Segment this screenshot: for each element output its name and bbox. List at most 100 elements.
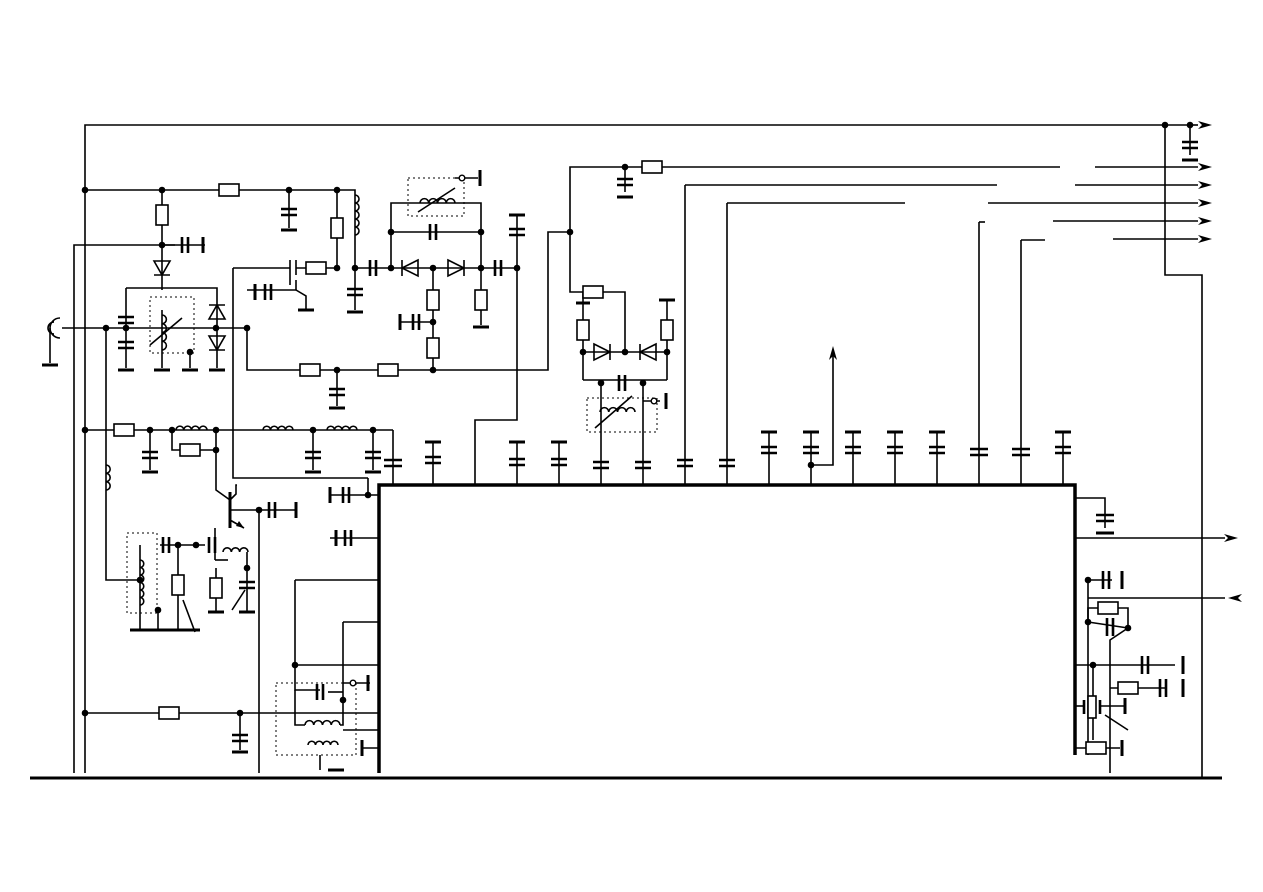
trimmer-arrow xyxy=(231,589,246,611)
resistor xyxy=(209,577,223,599)
capacitor xyxy=(1055,445,1071,455)
capacitor xyxy=(365,450,381,460)
junction-dot xyxy=(1089,661,1097,669)
inductor xyxy=(326,425,358,431)
junction-dot xyxy=(186,348,194,356)
wire xyxy=(1109,627,1129,773)
junction-dot xyxy=(364,491,372,499)
capacitor xyxy=(617,177,633,187)
junction-dot xyxy=(663,348,671,356)
junction-dot xyxy=(102,324,110,332)
wire xyxy=(229,484,237,501)
capacitor xyxy=(329,387,345,397)
trimmer-arrow xyxy=(182,599,196,633)
junction-dot xyxy=(146,426,154,434)
output-arrow xyxy=(1198,121,1212,129)
capacitor xyxy=(1140,656,1150,674)
capacitor xyxy=(232,733,248,743)
resistor xyxy=(1117,681,1139,695)
wire xyxy=(246,231,570,371)
input-arrow xyxy=(1228,594,1242,602)
capacitor xyxy=(425,455,441,465)
wire xyxy=(390,202,482,232)
output-arrow xyxy=(829,346,837,360)
wire xyxy=(295,289,307,310)
capacitor xyxy=(635,460,651,470)
capacitor xyxy=(207,537,217,553)
junction-dot xyxy=(243,564,251,572)
crystal-plates xyxy=(1082,700,1102,714)
capacitor xyxy=(1158,679,1168,697)
open-terminal xyxy=(349,679,357,687)
junction-dot xyxy=(1124,624,1132,632)
wire xyxy=(294,690,305,726)
wire xyxy=(340,700,344,726)
output-arrow xyxy=(1198,163,1212,171)
wire xyxy=(474,268,518,485)
wire xyxy=(811,355,834,466)
diode xyxy=(638,342,657,362)
diode xyxy=(400,258,419,278)
shield-box xyxy=(586,397,658,433)
trimmer-arrow xyxy=(594,395,633,429)
resistor xyxy=(158,706,180,720)
crystal xyxy=(1087,695,1097,719)
junction-dot xyxy=(579,348,587,356)
capacitor xyxy=(803,445,819,455)
junction-dot xyxy=(339,696,347,704)
junction-dot xyxy=(513,264,521,272)
capacitor xyxy=(1182,140,1198,150)
capacitor xyxy=(509,457,525,467)
capacitor xyxy=(347,287,363,297)
capacitor xyxy=(263,284,273,300)
junction-dot xyxy=(429,264,437,272)
junction-dot xyxy=(333,186,341,194)
shield-box xyxy=(407,177,465,217)
capacitor xyxy=(1012,447,1030,457)
junction-dot xyxy=(122,324,130,332)
junction-dot xyxy=(351,264,359,272)
wire xyxy=(1075,497,1106,528)
diode xyxy=(207,303,227,320)
capacitor xyxy=(305,450,321,460)
resistor xyxy=(426,289,440,311)
wires xyxy=(30,124,1225,780)
resistor xyxy=(576,319,590,341)
junction-dot xyxy=(212,426,220,434)
inductor xyxy=(304,719,341,726)
shield-box xyxy=(126,532,158,614)
junction-dot xyxy=(566,228,574,236)
resistor xyxy=(113,423,135,437)
wire xyxy=(105,430,140,581)
junction-dot xyxy=(477,228,485,236)
capacitor xyxy=(887,445,903,455)
supply-rail xyxy=(84,124,1190,773)
resistor xyxy=(1085,741,1107,755)
wire xyxy=(215,450,231,501)
junction-dot xyxy=(621,348,629,356)
junction-dot xyxy=(154,606,162,614)
output-arrow xyxy=(1198,181,1212,189)
junction-dot xyxy=(1084,618,1092,626)
capacitor xyxy=(593,460,609,470)
junction-dot xyxy=(285,186,293,194)
capacitor xyxy=(617,375,627,391)
capacitor xyxy=(551,457,567,467)
capacitor xyxy=(281,207,297,217)
junction-dot xyxy=(429,318,437,326)
resistor xyxy=(377,363,399,377)
wire xyxy=(232,268,368,479)
resistor xyxy=(474,289,488,311)
resistor xyxy=(330,217,344,239)
junction-dot xyxy=(174,541,182,549)
junction-dot xyxy=(369,426,377,434)
resistor xyxy=(426,337,440,359)
capacitor xyxy=(929,445,945,455)
resistor xyxy=(1097,601,1119,615)
capacitor xyxy=(1105,618,1115,636)
capacitor xyxy=(970,447,988,457)
trimmer-arrow xyxy=(417,187,456,213)
output-arrow xyxy=(1198,199,1212,207)
right-supply xyxy=(1164,125,1203,778)
junction-dot xyxy=(309,426,317,434)
